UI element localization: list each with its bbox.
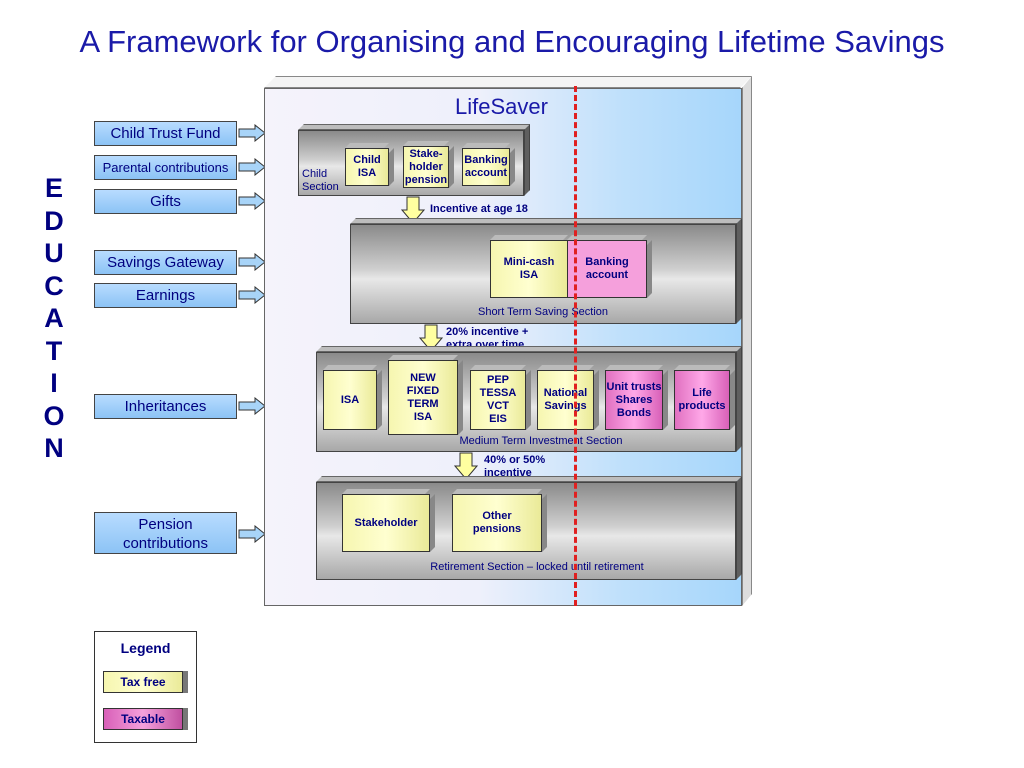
isa-box: ISA xyxy=(323,370,377,430)
education-letter: C xyxy=(44,270,64,301)
child-section-side xyxy=(524,124,530,196)
lifesaver-panel-top xyxy=(264,76,752,88)
legend-tax-free-side xyxy=(183,671,188,693)
right-arrow-icon xyxy=(238,192,266,210)
education-letter: O xyxy=(43,400,65,431)
incentive-age-18: Incentive at age 18 xyxy=(430,203,528,215)
right-arrow-icon xyxy=(238,525,266,543)
source-inheritances: Inheritances xyxy=(94,394,237,419)
short-term-section-side xyxy=(736,218,742,324)
lifesaver-title: LifeSaver xyxy=(455,94,548,119)
source-savings-gateway: Savings Gateway xyxy=(94,250,237,275)
page-title: A Framework for Organising and Encouragi… xyxy=(79,24,945,59)
medium-term-section-label: Medium Term Investment Section xyxy=(459,435,623,447)
education-letter: T xyxy=(45,335,63,366)
education-letter: E xyxy=(44,173,63,203)
right-arrow-icon xyxy=(238,124,266,142)
down-arrow-icon xyxy=(454,452,478,480)
education-letter: U xyxy=(44,238,64,268)
right-arrow-icon xyxy=(238,286,266,304)
short-term-banking-account-box: Banking account xyxy=(567,240,647,298)
source-child-trust-fund: Child Trust Fund xyxy=(94,121,237,146)
tax-divider-line xyxy=(574,86,577,606)
pep-tessa-vct-eis-box: PEP TESSA VCT EIS xyxy=(470,370,526,430)
education-letter: D xyxy=(44,205,64,236)
right-arrow-icon xyxy=(238,158,266,176)
legend-taxable: Taxable xyxy=(103,708,183,730)
new-fixed-term-isa-box: NEW FIXED TERM ISA xyxy=(388,360,458,435)
right-arrow-icon xyxy=(238,397,266,415)
short-term-section-label: Short Term Saving Section xyxy=(477,306,609,318)
child-banking-account-box: Banking account xyxy=(462,148,510,186)
legend-title: Legend xyxy=(120,640,171,656)
mini-cash-isa-box: Mini-cash ISA xyxy=(490,240,568,298)
education-letter: N xyxy=(44,433,64,463)
national-savings-box: National Savings xyxy=(537,370,594,430)
education-letter: A xyxy=(44,303,64,333)
lifesaver-panel-side xyxy=(742,76,752,606)
legend-tax-free: Tax free xyxy=(103,671,183,693)
education-letter: I xyxy=(50,368,58,398)
down-arrow-icon xyxy=(401,196,425,224)
source-earnings: Earnings xyxy=(94,283,237,308)
child-section-label: Child Section xyxy=(302,168,339,193)
stakeholder-box: Stakeholder xyxy=(342,494,430,552)
stakeholder-pension-box: Stake- holder pension xyxy=(403,146,449,188)
legend: Legend Tax free Taxable xyxy=(94,631,197,743)
source-parental-contributions: Parental contributions xyxy=(94,155,237,180)
other-pensions-box: Other pensions xyxy=(452,494,542,552)
unit-trusts-shares-bonds-box: Unit trusts Shares Bonds xyxy=(605,370,663,430)
down-arrow-icon xyxy=(419,324,443,352)
retirement-section-label: Retirement Section – locked until retire… xyxy=(430,561,644,573)
life-products-box: Life products xyxy=(674,370,730,430)
source-pension-contributions: Pension contributions xyxy=(94,512,237,554)
right-arrow-icon xyxy=(238,253,266,271)
education-label: E D U C A T I O N xyxy=(36,172,72,465)
child-isa-box: Child ISA xyxy=(345,148,389,186)
legend-taxable-side xyxy=(183,708,188,730)
source-gifts: Gifts xyxy=(94,189,237,214)
